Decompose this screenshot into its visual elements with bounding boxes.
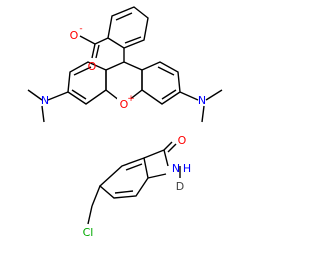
carboxylate-bond (94, 37, 109, 45)
amide-hydrogen: H (183, 162, 191, 175)
chemical-structure-canvas: O - O N N O + O N H (27, 6, 223, 239)
chlorine-label: Cl (83, 226, 94, 239)
rhodamine-bonds (27, 6, 223, 123)
left-nitrogen: N (41, 94, 49, 107)
ring-oxygen: O (120, 98, 129, 111)
amide-nitrogen: N (172, 162, 180, 175)
benzamide-molecule: O N H D Cl (83, 134, 192, 239)
structure-drawing: O - O N N O + O N H (27, 6, 223, 239)
carbonyl-carbon-bond (143, 149, 165, 159)
benzamide-bonds (87, 141, 181, 225)
carbonyl-oxygen: O (178, 134, 187, 147)
ring-oxygen-mask (117, 98, 131, 110)
right-amine-bond (179, 91, 199, 101)
chloromethyl-bond (91, 185, 101, 207)
carboxylate-oxygen-top: O (70, 29, 79, 42)
rhodamine-molecule: O - O N N O + (27, 6, 223, 123)
deuterium-label: D (176, 180, 184, 193)
left-amine-bond (47, 91, 69, 101)
carboxylate-oxygen-lower: O (88, 60, 97, 73)
benzamide-atom-labels: O N H D Cl (83, 134, 192, 239)
right-nitrogen: N (198, 94, 206, 107)
ring-oxygen-charge: + (127, 94, 135, 104)
carboxylate-charge: - (79, 24, 82, 34)
rhodamine-atom-labels: O - O N N O + (41, 24, 206, 111)
